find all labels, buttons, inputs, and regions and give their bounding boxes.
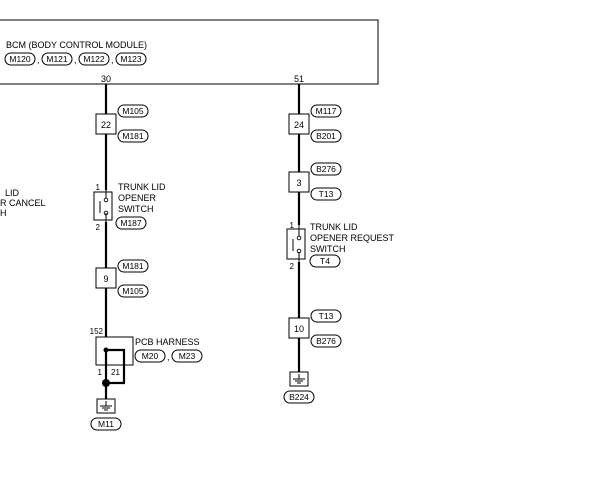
connector-label: M105 bbox=[122, 286, 144, 296]
joint-connector-22 bbox=[95, 113, 117, 135]
switch-label-line-3: SWITCH bbox=[310, 244, 346, 254]
pcb-label: PCB HARNESS bbox=[135, 337, 200, 347]
switch-housing bbox=[286, 228, 306, 260]
switch-label-line-3: SWITCH bbox=[118, 204, 154, 214]
connector-pill bbox=[310, 104, 342, 118]
switch-label-line-2: OPENER bbox=[118, 193, 157, 203]
connector-pill bbox=[171, 349, 203, 363]
joint-connector-3 bbox=[288, 171, 310, 193]
cut-label-line-1: LID bbox=[5, 188, 20, 198]
ground-symbol-right: B224 bbox=[283, 371, 315, 404]
pcb-harness: 152 1 21 PCB HARNESS M20 , M23 bbox=[90, 327, 203, 387]
joint-connector-number: 9 bbox=[103, 274, 108, 284]
ground-connector: M11 bbox=[98, 419, 114, 429]
connector-pill bbox=[310, 187, 342, 201]
switch-pin-1: 1 bbox=[96, 183, 101, 192]
joint-connector-9 bbox=[95, 267, 117, 289]
connector-pill bbox=[283, 390, 315, 404]
right-circuit: 24 M117 B201 3 B276 T13 1 2 TRUNK LID OP… bbox=[283, 84, 395, 404]
bcm-connector-4: M123 bbox=[120, 54, 142, 64]
switch-contact bbox=[296, 235, 302, 241]
bcm-module: BCM (BODY CONTROL MODULE) M120 , M121 , … bbox=[0, 19, 379, 85]
ground-connector: B224 bbox=[289, 392, 309, 402]
trunk-lid-opener-switch: 1 2 TRUNK LID OPENER SWITCH M187 bbox=[93, 182, 166, 232]
connector-label: B276 bbox=[316, 164, 336, 174]
connector-pill bbox=[310, 162, 342, 176]
joint-connector-10 bbox=[288, 317, 310, 339]
bcm-connector-sep: , bbox=[74, 55, 77, 65]
connector-pill bbox=[310, 309, 342, 323]
bcm-connector-2: M121 bbox=[46, 54, 68, 64]
pcb-pin-1: 1 bbox=[98, 368, 103, 377]
connector-pill bbox=[117, 129, 149, 143]
connector-pill bbox=[117, 284, 149, 298]
bcm-title: BCM (BODY CONTROL MODULE) bbox=[6, 40, 147, 50]
bcm-connector-sep: , bbox=[37, 55, 40, 65]
left-circuit: 22 M105 M181 1 2 TRUNK LID OPENER SWITCH… bbox=[90, 84, 203, 431]
switch-label-line-2: OPENER REQUEST bbox=[310, 233, 395, 243]
pcb-pin-21: 21 bbox=[111, 368, 120, 377]
pcb-connector-sep: , bbox=[167, 352, 170, 362]
connector-label: M181 bbox=[122, 261, 144, 271]
bcm-connector-pill bbox=[115, 52, 147, 66]
cut-label-line-2: R CANCEL bbox=[0, 198, 46, 208]
switch-housing bbox=[93, 191, 113, 221]
switch-connector: M187 bbox=[120, 218, 142, 228]
switch-connector: T4 bbox=[320, 256, 330, 266]
pcb-connector-1: M20 bbox=[142, 351, 159, 361]
bcm-connector-1: M120 bbox=[9, 54, 31, 64]
switch-contact bbox=[103, 197, 109, 203]
connector-pill bbox=[115, 216, 147, 230]
joint-connector-number: 10 bbox=[294, 324, 304, 334]
bcm-connector-pill bbox=[78, 52, 110, 66]
cut-off-label: LID R CANCEL H bbox=[0, 188, 46, 218]
switch-pin-2: 2 bbox=[290, 262, 295, 271]
connector-label: B276 bbox=[316, 336, 336, 346]
pcb-harness-box bbox=[95, 336, 134, 366]
ground-splice bbox=[102, 379, 110, 387]
switch-label-line-1: TRUNK LID bbox=[310, 222, 358, 232]
connector-pill bbox=[310, 334, 342, 348]
bcm-connector-pill bbox=[41, 52, 73, 66]
connector-label: M181 bbox=[122, 131, 144, 141]
switch-pin-2: 2 bbox=[96, 223, 101, 232]
pcb-loop-wire bbox=[106, 348, 126, 385]
bcm-terminal-30: 30 bbox=[101, 74, 111, 84]
connector-label: T13 bbox=[319, 311, 334, 321]
connector-pill bbox=[90, 417, 122, 431]
joint-connector-24 bbox=[288, 113, 310, 135]
bcm-connectors: M120 , M121 , M122 , M123 bbox=[4, 52, 147, 66]
ground-box bbox=[96, 398, 116, 414]
connector-pill bbox=[117, 104, 149, 118]
connector-pill bbox=[309, 254, 341, 268]
bcm-terminal-51: 51 bbox=[294, 74, 304, 84]
ground-box bbox=[289, 371, 309, 387]
switch-pin-1: 1 bbox=[290, 221, 295, 230]
connector-pill bbox=[134, 349, 166, 363]
connector-label: M105 bbox=[122, 106, 144, 116]
switch-label-line-1: TRUNK LID bbox=[118, 182, 166, 192]
bcm-box bbox=[0, 19, 379, 85]
cut-label-line-3: H bbox=[0, 208, 7, 218]
bcm-connector-3: M122 bbox=[83, 54, 105, 64]
joint-connector-number: 3 bbox=[296, 178, 301, 188]
ground-symbol-left: M11 bbox=[90, 398, 122, 431]
joint-connector-number: 22 bbox=[101, 120, 111, 130]
connector-label: B201 bbox=[316, 131, 336, 141]
connector-label: M117 bbox=[316, 106, 337, 116]
pcb-connector-2: M23 bbox=[179, 351, 196, 361]
bcm-connector-pill bbox=[4, 52, 36, 66]
pcb-terminal: 152 bbox=[90, 327, 104, 336]
trunk-lid-opener-request-switch: 1 2 TRUNK LID OPENER REQUEST SWITCH T4 bbox=[286, 221, 395, 271]
connector-label: T13 bbox=[319, 189, 334, 199]
joint-connector-number: 24 bbox=[294, 120, 304, 130]
connector-pill bbox=[117, 259, 149, 273]
connector-pill bbox=[310, 129, 342, 143]
bcm-connector-sep: , bbox=[111, 55, 114, 65]
